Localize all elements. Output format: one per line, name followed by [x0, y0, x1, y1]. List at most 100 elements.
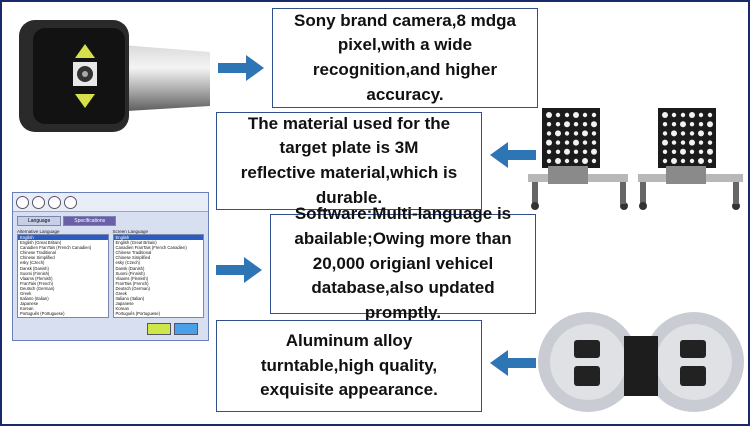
reflective-dot — [564, 158, 570, 164]
reflective-dot — [698, 140, 704, 145]
reflective-dot — [707, 121, 713, 128]
box2-line2: target plate is 3M — [279, 138, 419, 158]
language-list-item[interactable]: Japanese — [115, 301, 134, 307]
box2-line1: The material used for the — [247, 113, 451, 133]
reflective-dot — [671, 112, 677, 118]
reflective-dot — [582, 149, 588, 154]
reflective-dot — [707, 148, 713, 155]
reflective-dot — [573, 139, 579, 146]
turntables-image — [538, 312, 744, 412]
box1-line3: recognition,and higher — [312, 60, 498, 79]
left-arrow-icon — [490, 350, 536, 376]
language-list-item[interactable]: Suomi (Finnish) — [115, 270, 145, 276]
box1-line1: Sony brand camera,8 mdga — [293, 10, 517, 30]
back-button[interactable] — [174, 323, 198, 335]
language-list-item[interactable]: Canadien FranTais (French Canadien) — [115, 245, 187, 251]
language-list-item[interactable]: Deutsch (German) — [115, 285, 150, 291]
reflective-dot — [564, 112, 570, 118]
reflective-dot — [698, 158, 704, 164]
language-list-item[interactable]: FranTais (French) — [115, 280, 149, 286]
reflective-dot — [698, 149, 704, 154]
reflective-dot — [591, 148, 597, 155]
tab-language[interactable]: Language — [17, 216, 62, 226]
language-list-item[interactable]: Italiano (Italian) — [115, 296, 145, 302]
language-list-item[interactable]: Chinese Simplified — [20, 255, 55, 261]
reflective-dot — [546, 158, 552, 164]
left-arrow-icon — [490, 142, 536, 168]
language-list-item[interactable]: Italiano (Italian) — [20, 296, 49, 302]
language-list-item[interactable]: Português Brasil (Portuguese Brazil) — [114, 317, 204, 318]
language-list-item[interactable]: Chinese Traditional — [115, 250, 152, 256]
language-list-item[interactable]: Dansk (Danish) — [115, 265, 145, 271]
right-arrow-icon — [218, 55, 264, 81]
language-list-item[interactable]: English — [113, 235, 203, 241]
settings-icon — [48, 195, 61, 209]
language-list-item[interactable]: Vlaams (Flemish) — [20, 275, 53, 281]
reflective-dot — [546, 149, 552, 154]
software-toolbar — [13, 193, 208, 212]
language-list-item[interactable]: esky (Czech) — [20, 260, 45, 266]
reflective-dot — [680, 112, 686, 118]
language-list-item[interactable]: Vlaams (Flemish) — [115, 275, 149, 281]
reflective-dot — [555, 122, 561, 127]
language-list-item[interactable]: Português Brasil (Portuguese Brazil) — [18, 317, 108, 318]
language-list-item[interactable]: Greek — [20, 291, 32, 297]
language-list-item[interactable]: Japanese — [20, 301, 39, 307]
language-list-item[interactable]: Chinese Traditional — [20, 250, 56, 256]
reflective-dot — [573, 112, 579, 118]
language-list-item[interactable]: esky (Czech) — [115, 260, 140, 266]
language-list-item[interactable]: Português (Portuguese) — [115, 311, 160, 317]
reflective-dot — [564, 140, 570, 145]
reflective-dot — [591, 131, 597, 136]
help-icon — [16, 195, 29, 209]
reflective-dot — [671, 149, 677, 154]
reflective-dot — [582, 130, 588, 137]
target-plates-image — [528, 108, 743, 210]
box1-line2: pixel,with a wide — [337, 35, 473, 55]
language-list-item[interactable]: English (Great Britain) — [20, 240, 62, 246]
reflective-dot — [689, 158, 695, 164]
box3-line4: database,also updated promptly. — [311, 278, 495, 322]
reflective-dot — [707, 112, 713, 118]
reflective-dot — [555, 149, 561, 154]
tab-specifications[interactable]: Specifications — [63, 216, 117, 226]
language-list-item[interactable]: Suomi (Finnish) — [20, 270, 50, 276]
language-list-item[interactable]: Canadien FranTais (French Canadien) — [20, 245, 92, 251]
reflective-dot — [573, 131, 579, 136]
software-screenshot: Language Specifications Alternative Lang… — [12, 192, 209, 341]
reflective-dot — [555, 140, 561, 145]
reflective-dot — [671, 130, 677, 137]
language-list-item[interactable]: Greek — [115, 291, 127, 297]
reflective-dot — [671, 140, 677, 145]
alt-language-label: Alternative Language — [17, 229, 60, 234]
reflective-dot — [689, 131, 695, 136]
reflective-dot — [689, 139, 695, 146]
language-list-item[interactable]: Dansk (Danish) — [20, 265, 49, 271]
language-list-item[interactable]: English (Great Britain) — [115, 240, 157, 246]
reflective-dot — [671, 158, 677, 164]
reflective-dot — [698, 130, 704, 137]
language-list-item[interactable]: English — [18, 235, 108, 241]
reflective-dot — [698, 122, 704, 127]
reflective-dot — [546, 139, 552, 146]
box4-line1: Aluminum alloy — [285, 331, 413, 351]
reflective-dot — [680, 140, 686, 145]
language-list-item[interactable]: FranTais (French) — [20, 280, 54, 286]
reflective-dot — [564, 121, 570, 128]
box2-line3: reflective material,which is — [240, 163, 458, 182]
reflective-dot — [564, 148, 570, 155]
reflective-dot — [689, 112, 695, 118]
language-list-item[interactable]: Chinese Simplified — [115, 255, 151, 261]
language-list-item[interactable]: Deutsch (German) — [20, 285, 55, 291]
reflective-dot — [546, 131, 552, 136]
language-list-item[interactable]: Korean — [115, 306, 130, 312]
box4-line2: turntable,high quality, — [260, 355, 438, 375]
reflective-dot — [591, 112, 597, 118]
reflective-dot — [546, 122, 552, 127]
language-list-item[interactable]: Português (Portuguese) — [20, 311, 65, 317]
language-list-item[interactable]: Korean — [20, 306, 34, 312]
reflective-dot — [689, 122, 695, 127]
confirm-button[interactable] — [147, 323, 171, 335]
